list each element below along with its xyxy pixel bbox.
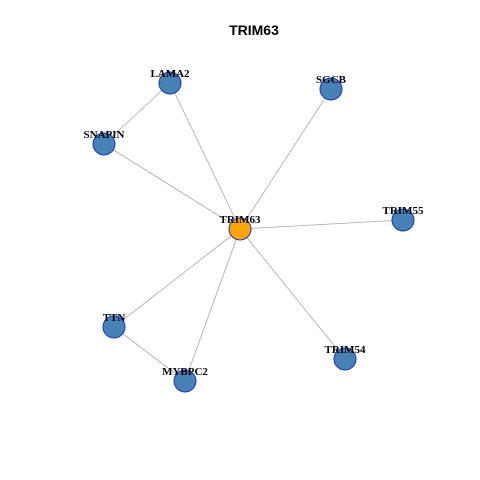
edge-trim63-trim55 [239,219,404,230]
nodes-layer [92,71,415,393]
node-sgcb [319,77,343,101]
edge-trim63-lama2 [169,82,241,230]
edge-trim63-sgcb [239,88,332,230]
node-trim63 [228,217,252,241]
node-label-trim63: TRIM63 [220,214,261,226]
node-mybpc2 [173,369,197,393]
node-lama2 [158,71,182,95]
node-label-lama2: LAMA2 [150,68,190,80]
edge-ttn-mybpc2 [113,326,186,382]
node-label-ttn: TTN [103,312,126,324]
node-trim55 [391,208,415,232]
node-label-mybpc2: MYBPC2 [162,366,208,378]
node-label-trim54: TRIM54 [325,344,366,356]
graph-title: TRIM63 [229,22,279,38]
edge-trim63-snapin [103,143,241,230]
node-label-trim55: TRIM55 [383,205,424,217]
node-ttn [102,315,126,339]
edge-trim63-trim54 [239,228,346,360]
node-trim54 [333,347,357,371]
edge-lama2-snapin [103,82,171,145]
node-snapin [92,132,116,156]
edges-layer [103,82,404,382]
edge-trim63-ttn [113,228,241,328]
node-label-sgcb: SGCB [316,74,347,86]
node-label-snapin: SNAPIN [84,129,125,141]
edge-trim63-mybpc2 [184,228,241,382]
